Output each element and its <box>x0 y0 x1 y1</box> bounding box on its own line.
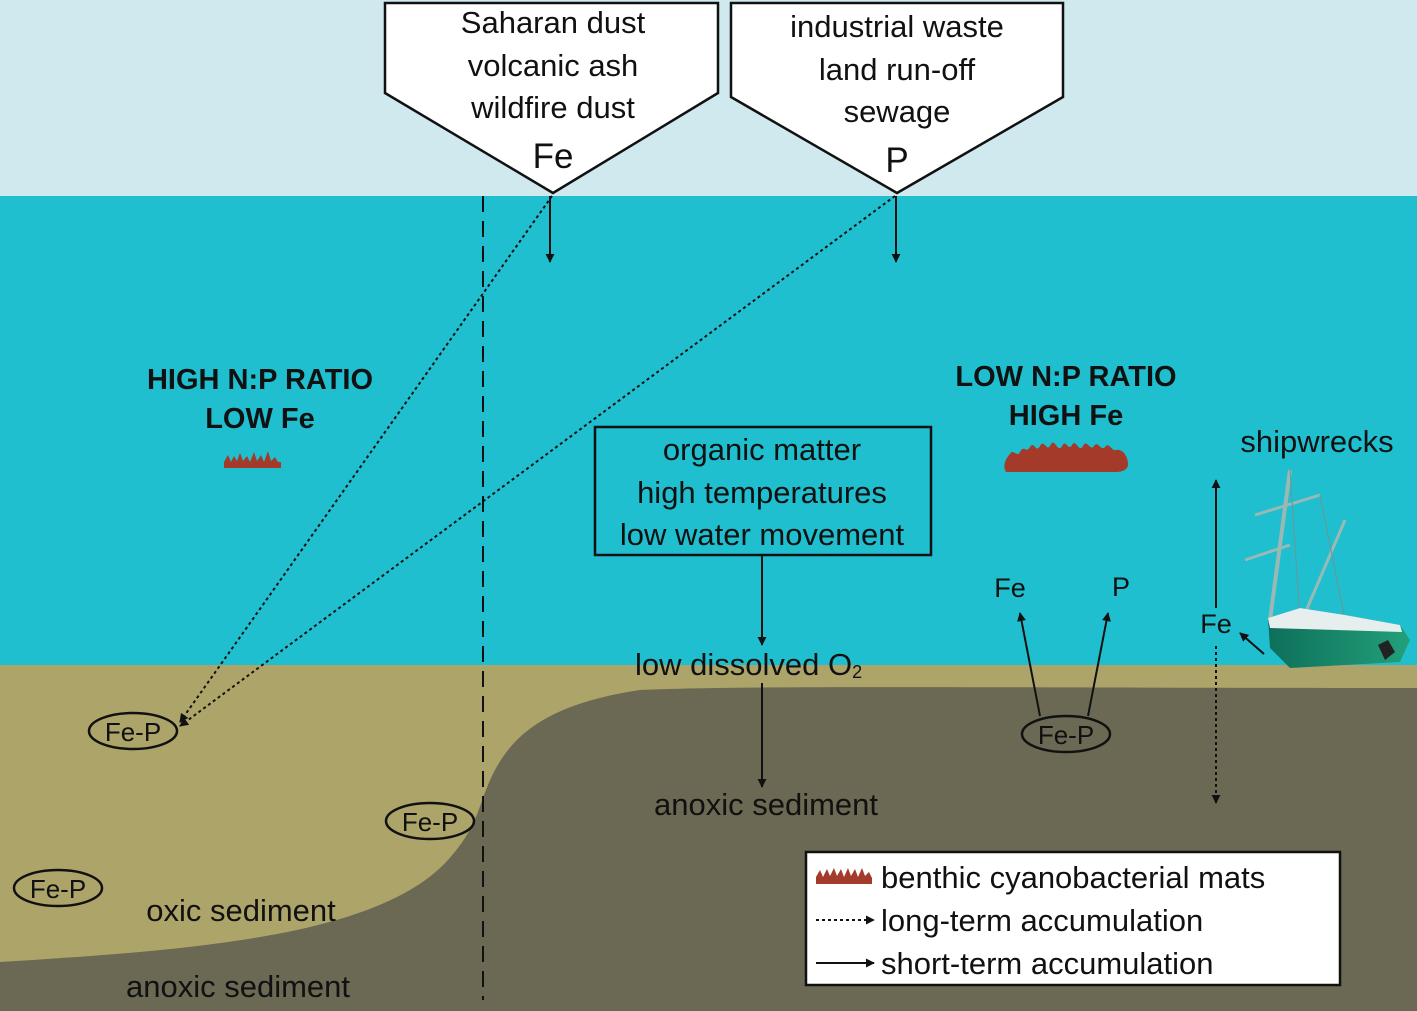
ship-fe-arrow <box>1239 632 1265 655</box>
fe-release-arrow <box>1017 612 1041 717</box>
fep-node-1 <box>87 711 179 751</box>
left-zone-fe: LOW Fe <box>205 403 315 435</box>
anoxic-sediment-left-label: anoxic sediment <box>126 969 350 1004</box>
legend-box <box>804 850 1342 987</box>
fe-release-label: Fe <box>994 573 1026 603</box>
fep-label-3: Fe-P <box>30 874 86 904</box>
legend: benthic cyanobacterial mats long-term ac… <box>804 850 1342 987</box>
p-source-line-3: sewage <box>844 94 951 129</box>
fe-source-box: Saharan dust volcanic ash wildfire dust … <box>383 1 720 195</box>
conditions-box: organic matter high temperatures low wat… <box>593 425 933 557</box>
fe-source-line-3: wildfire dust <box>470 90 635 125</box>
p-release-arrow <box>1087 612 1111 717</box>
p-source-symbol: P <box>885 141 908 180</box>
water-column <box>0 196 1417 665</box>
left-zone-ratio: HIGH N:P RATIO <box>147 364 373 396</box>
right-zone-fe: HIGH Fe <box>1009 400 1123 432</box>
p-release-label: P <box>1112 572 1130 602</box>
fep-node-2 <box>384 801 476 841</box>
legend-mat-icon <box>816 868 872 884</box>
fe-source-symbol: Fe <box>533 137 574 176</box>
low-o2-label: low dissolved O2 <box>635 647 862 682</box>
legend-short-term-label: short-term accumulation <box>881 946 1214 981</box>
p-source-box: industrial waste land run-off sewage P <box>729 1 1065 195</box>
small-mat-icon <box>224 451 281 468</box>
right-zone-ratio: LOW N:P RATIO <box>955 361 1176 393</box>
o2-subscript: 2 <box>852 662 862 682</box>
fe-source-line-2: volcanic ash <box>468 48 639 83</box>
fe-long-term-arrow <box>179 195 553 723</box>
anoxic-sediment-right-label: anoxic sediment <box>654 787 878 822</box>
large-mat-icon <box>1004 442 1128 472</box>
p-source-line-1: industrial waste <box>790 9 1004 44</box>
fe-source-line-1: Saharan dust <box>461 5 646 40</box>
fep-label-1: Fe-P <box>105 717 161 747</box>
p-long-term-arrow <box>179 195 896 727</box>
oxic-sediment-label: oxic sediment <box>146 893 336 928</box>
condition-organic-matter: organic matter <box>663 432 861 467</box>
fep-node-release <box>1020 714 1112 754</box>
p-source-line-2: land run-off <box>819 52 976 87</box>
fep-label-release: Fe-P <box>1038 720 1094 750</box>
ship-fe-label: Fe <box>1200 609 1232 639</box>
shipwrecks-label: shipwrecks <box>1240 424 1393 459</box>
fep-node-3 <box>12 868 104 908</box>
shipwreck-icon <box>1244 469 1410 668</box>
condition-low-water-movement: low water movement <box>620 517 905 552</box>
legend-long-term-label: long-term accumulation <box>881 903 1203 938</box>
fep-label-2: Fe-P <box>402 807 458 837</box>
condition-high-temperatures: high temperatures <box>637 475 887 510</box>
legend-mats-label: benthic cyanobacterial mats <box>881 860 1265 895</box>
